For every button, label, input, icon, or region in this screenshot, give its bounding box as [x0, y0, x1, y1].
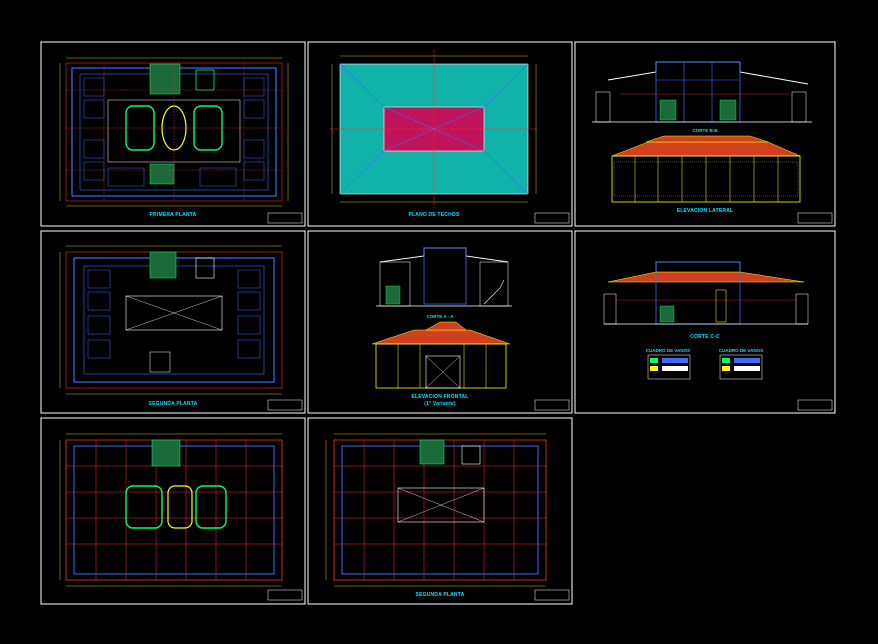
sheet-frame [574, 230, 836, 414]
sheet-segunda-planta-2[interactable]: SEGUNDA PLANTA [307, 417, 573, 605]
section-title: CORTE A - A [427, 314, 455, 319]
section-title: CORTE B-B [693, 128, 719, 133]
sheet-title: SEGUNDA PLANTA [416, 592, 465, 598]
foundation-plan-2 [325, 433, 547, 587]
sheet-title: CORTE C-C [690, 334, 720, 340]
sheet-title: ELEVACION LATERAL [677, 208, 734, 214]
sheet-frame [574, 41, 836, 227]
sheet-primera-planta-cimientos[interactable] [40, 417, 306, 605]
sheet-frame [40, 230, 306, 414]
floor-plan-2 [59, 245, 283, 395]
sheet-title-variant: (1° Variante) [424, 401, 456, 407]
title-block [267, 212, 303, 224]
sheet-title: SEGUNDA PLANTA [149, 401, 198, 407]
sheet-cortes-elevacion[interactable]: CORTE B-B ELEVACION LATERAL [574, 41, 836, 227]
sheet-primera-planta[interactable]: PRIMERA PLANTA [40, 41, 306, 227]
floor-plan-1 [59, 57, 289, 207]
section-a-a [376, 247, 512, 307]
sheet-segunda-planta[interactable]: SEGUNDA PLANTA [40, 230, 306, 414]
side-elevation [611, 135, 801, 203]
legend-title-right: CUADRO DE VANOS [719, 348, 763, 353]
section-b-b [592, 61, 812, 123]
title-block [267, 399, 303, 411]
sheet-title: PLANO DE TECHOS [408, 212, 460, 218]
sheet-frame [307, 41, 573, 227]
section-c-c [603, 261, 809, 325]
roof-plan [330, 50, 538, 208]
legend-tables: CUADRO DE VANOS CUADRO DE VANOS [646, 348, 763, 380]
sheet-frame [307, 417, 573, 605]
sheet-corte-aa[interactable]: CORTE A - A ELEVACION FRONTAL (1° Varian… [307, 230, 573, 414]
sheet-title: ELEVACION FRONTAL [411, 394, 468, 400]
legend-title-left: CUADRO DE VANOS [646, 348, 690, 353]
sheet-corte-cc[interactable]: CORTE C-C CUADRO DE VANOS CUADRO DE VANO… [574, 230, 836, 414]
sheet-title: PRIMERA PLANTA [150, 212, 197, 218]
sheet-frame [40, 41, 306, 227]
title-block [534, 399, 570, 411]
sheet-frame [307, 230, 573, 414]
front-elevation [371, 321, 511, 389]
title-block [797, 212, 833, 224]
title-block [267, 589, 303, 601]
title-block [534, 212, 570, 224]
foundation-plan-1 [59, 433, 283, 587]
title-block [797, 399, 833, 411]
sheet-frame [40, 417, 306, 605]
sheet-plano-de-techos[interactable]: PLANO DE TECHOS [307, 41, 573, 227]
title-block [534, 589, 570, 601]
